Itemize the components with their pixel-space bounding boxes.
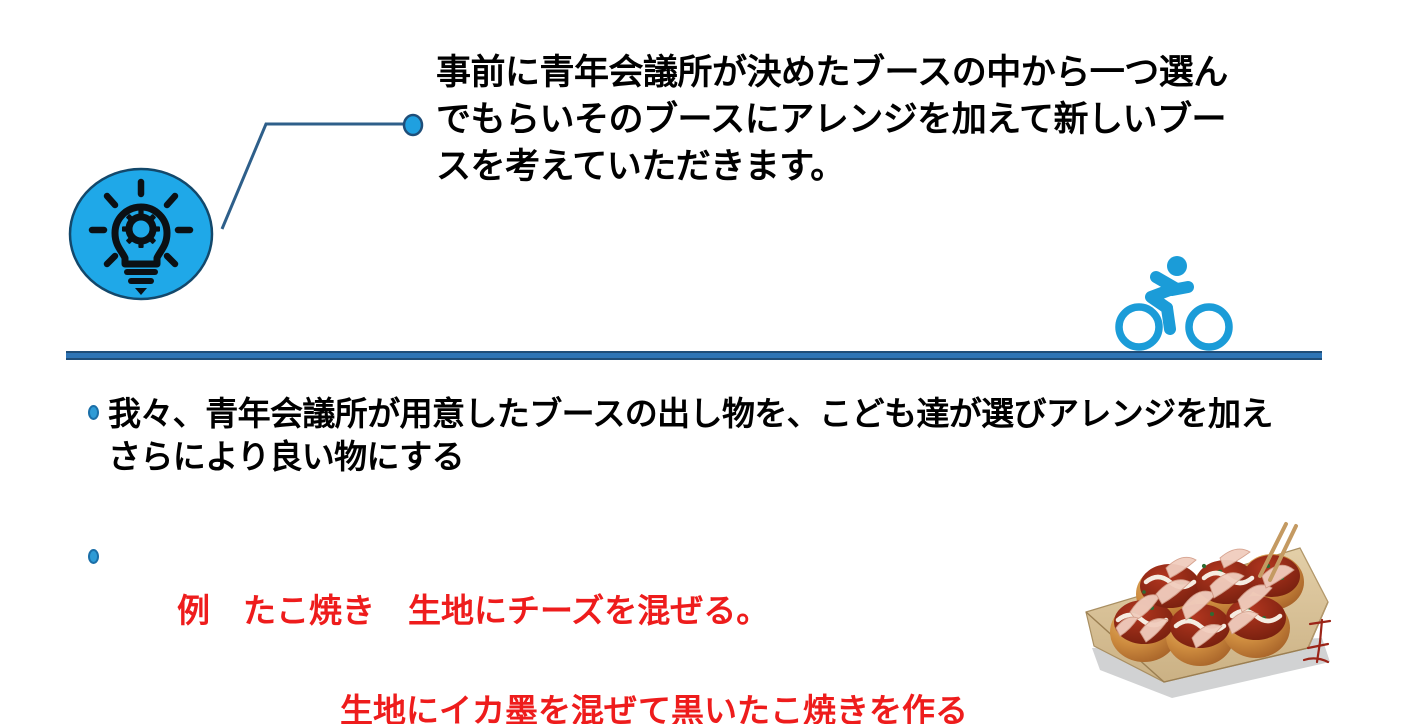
bullet-item-goal: 我々、青年会議所が用意したブースの出し物を、こども達が選びアレンジを加え さらに… (88, 392, 1398, 478)
lightbulb-gear-icon (68, 167, 214, 301)
bullet-item-example: 例 たこ焼き 生地にチーズを混ぜる。 生地にイカ墨を混ぜて黒いたこ焼きを作る (88, 536, 1128, 724)
callout-paragraph: 事前に青年会議所が決めたブースの中から一つ選ん でもらいそのブースにアレンジを加… (436, 53, 1228, 187)
connector-endpoint-dot (402, 113, 424, 137)
horizontal-rule (66, 351, 1322, 360)
cyclist-icon (1115, 256, 1233, 351)
bullet-goal-text: 我々、青年会議所が用意したブースの出し物を、こども達が選びアレンジを加え さらに… (108, 394, 1273, 476)
takoyaki-illustration (1085, 522, 1332, 698)
bullet-dot-icon (88, 549, 99, 564)
bullet-example-line1: 例 たこ焼き 生地にチーズを混ぜる。 (176, 591, 770, 630)
connector-polyline (220, 122, 405, 230)
bullet-example-text: 例 たこ焼き 生地にチーズを混ぜる。 生地にイカ墨を混ぜて黒いたこ焼きを作る (108, 536, 968, 724)
bullet-example-line2: 生地にイカ墨を混ぜて黒いたこ焼きを作る (340, 691, 968, 724)
bullet-dot-icon (88, 405, 99, 420)
